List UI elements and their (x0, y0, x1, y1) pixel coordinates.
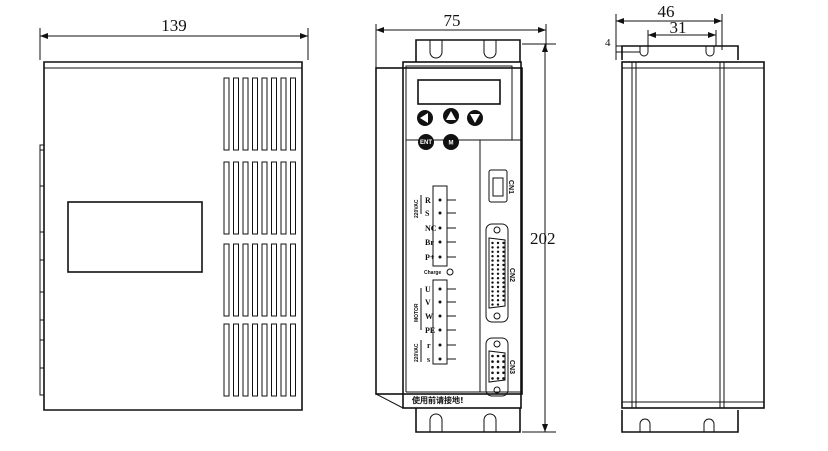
cn3-label: CN3 (508, 360, 515, 374)
cn3-connector (485, 337, 509, 397)
terminal-label: S (425, 209, 430, 218)
side-view: 139 (39, 16, 309, 411)
right-view: 46 31 4 (605, 2, 765, 433)
front-view: 75 202 ENT M (375, 11, 556, 433)
terminal-label: r (427, 341, 431, 350)
terminal-label: V (425, 298, 431, 307)
charge-label: Charge (424, 270, 441, 276)
dim-right-inner: 31 (670, 18, 687, 37)
cn2-connector (485, 223, 509, 323)
terminal-label: Br (425, 238, 434, 247)
terminal-label: PE (425, 326, 435, 335)
terminal-label: R (425, 196, 431, 205)
ent-button-label: ENT (420, 140, 432, 146)
power-group-label: 220VAC (414, 199, 420, 218)
cn1-connector (488, 169, 508, 203)
down-arrow-icon (470, 114, 480, 123)
dim-right-width: 46 (658, 2, 675, 21)
ent-button[interactable] (418, 134, 434, 150)
terminal-block-power: 220VAC RS NC BrP+ (414, 185, 456, 267)
dim-front-width: 75 (444, 11, 461, 30)
lcd-display (417, 79, 501, 105)
up-arrow-icon (446, 111, 456, 120)
m-button[interactable] (443, 134, 459, 150)
dim-front-height: 202 (530, 229, 556, 248)
charge-led (446, 268, 454, 276)
dim-side-width: 139 (161, 16, 187, 35)
dim-right-small: 4 (605, 37, 611, 49)
terminal-label: U (425, 285, 431, 294)
terminal-label: W (425, 312, 433, 321)
cn2-label: CN2 (508, 268, 515, 282)
terminal-block-motor: MOTOR 220VAC UVW PE rs (414, 279, 456, 365)
m-button-label: M (449, 141, 454, 147)
motor-group-label: MOTOR (414, 303, 420, 322)
terminal-label: NC (425, 224, 437, 233)
cn1-label: CN1 (507, 180, 514, 194)
left-arrow-icon (420, 113, 428, 123)
label-plate (67, 201, 203, 273)
terminal-label: P+ (425, 253, 435, 262)
terminal-label: s (427, 355, 430, 364)
vent-slots (223, 77, 296, 397)
ground-warning-text: 使用前请接地! (411, 395, 464, 405)
control-power-group-label: 220VAC (414, 343, 420, 362)
